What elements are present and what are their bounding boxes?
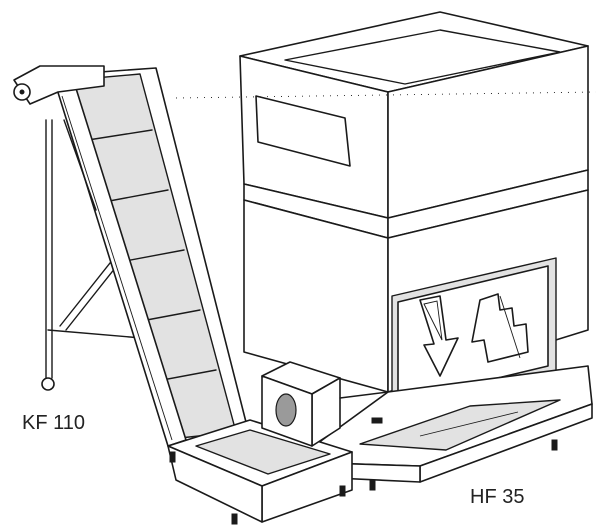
drive-head [13, 65, 105, 105]
support-wheel [41, 377, 55, 391]
chip-conveyor-kf110 [13, 65, 389, 525]
background-guide [175, 91, 597, 99]
trough-inner [195, 429, 331, 475]
pump-motor [275, 393, 297, 427]
tray-foot-mid [369, 479, 376, 491]
chip-conveyor-label: KF 110 [22, 412, 85, 434]
connector-slot [371, 417, 383, 424]
flow-arrow-inner [423, 300, 443, 341]
trough-foot-left [231, 513, 238, 525]
tray-foot-right [551, 439, 558, 451]
connector-pipe [339, 391, 389, 399]
drive-axle [19, 89, 25, 95]
base-tray-floor [359, 399, 561, 451]
filter-unit-label: HF 35 [470, 486, 525, 508]
trough-foot-back [169, 451, 176, 463]
belt-cleat-1 [87, 129, 153, 141]
tray-rail [419, 411, 519, 437]
front-rail-edge [61, 95, 173, 441]
drive-chain [63, 119, 97, 211]
trough-side [167, 445, 263, 523]
filter-element-edge [499, 295, 521, 359]
belt-cleat-3 [119, 249, 185, 263]
filter-element [471, 293, 529, 363]
filter-unit-hf35 [239, 11, 593, 491]
trough-foot-right [339, 485, 346, 497]
cabinet-window-left [255, 95, 351, 167]
belt-cleat-2 [103, 189, 169, 203]
